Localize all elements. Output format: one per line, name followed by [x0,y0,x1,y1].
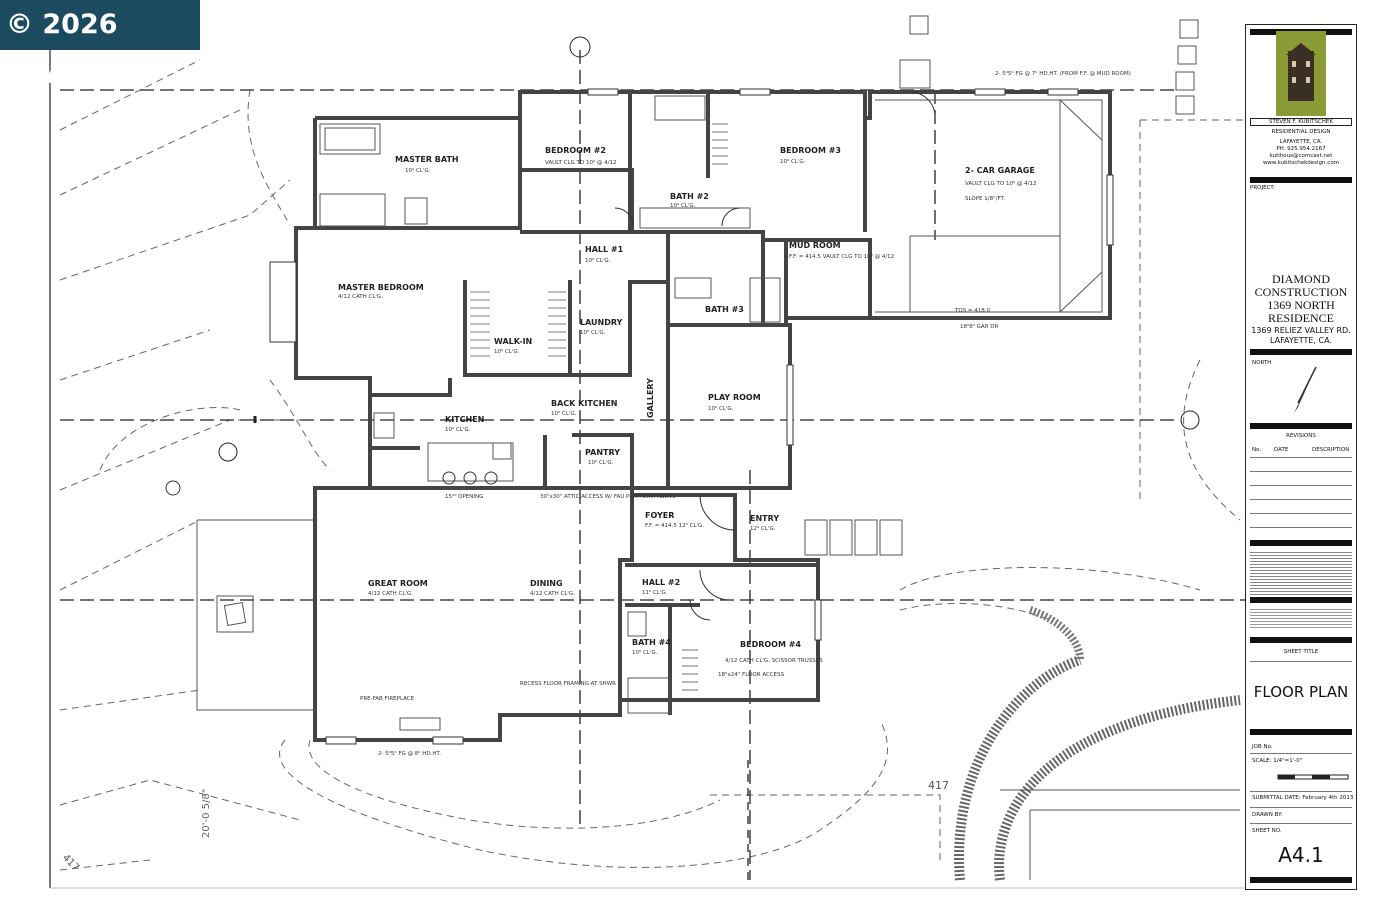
project-name-line2: CONSTRUCTION [1254,285,1348,299]
project-name-line3: 1369 NORTH [1267,298,1335,312]
fireplace-label: PRE-FAB FIREPLACE [360,696,415,702]
room-bedroom-2: BEDROOM #2 [545,146,606,155]
job-no-label: JOB No. [1252,744,1273,750]
designer-web: www.kubitschekdesign.com [1262,160,1340,166]
designer-email: kutihous@comcast.net [1269,153,1333,159]
copyright-watermark: © 2026 CCAR [0,0,200,90]
contour-label: 417 [60,852,81,873]
attic-label: 30"x30" ATTIC ACCESS W/ FAU PLATFORM ABO… [540,494,676,500]
room-master-bedroom: MASTER BEDROOM [338,283,424,292]
room-note: F.F. = 414.5 VAULT CLG TO 10⁰ @ 4/12 [789,253,894,260]
slope-label: SLOPE 1/8"/FT. [965,196,1005,202]
project-name-line1: DIAMOND [1272,272,1330,286]
room-note: 10⁰ CL'G. [780,158,806,165]
room-pantry: PANTRY [585,448,620,457]
room-great-room: GREAT ROOM [368,579,428,588]
submittal-date: SUBMITTAL DATE: February 4th 2013 [1252,795,1354,801]
opening-label: 15⁴⁰ OPENING [445,493,483,500]
scale-label: SCALE: 1/4"=1'-0" [1252,758,1303,764]
room-note: 10⁰ CL'G. [670,202,696,209]
notes-block [1250,550,1352,595]
room-note: 11⁰ CL'G. [642,589,668,596]
room-note: 10⁰ CL'G. [585,257,611,264]
notes-block [1250,607,1352,629]
project-label: PROJECT: [1250,185,1276,191]
room-play-room: PLAY ROOM [708,393,761,402]
window-label: 2- 5⁰5⁰ FG @ 7⁰ HD.HT. (FROM F.F. @ MUD … [995,70,1131,77]
rev-col-date: DATE [1274,447,1289,453]
room-note: 10⁰ CL'G. [632,649,658,656]
room-master-bath: MASTER BATH [395,155,459,164]
designer-city: LAFAYETTE, CA. [1279,139,1323,145]
project-address-city: LAFAYETTE, CA. [1269,336,1332,345]
room-mud-room: MUD ROOM [789,241,841,250]
room-gallery: GALLERY [646,378,655,418]
room-dining: DINING [530,579,563,588]
floor-access-label: 18"x24" FLOOR ACCESS [718,672,785,678]
room-bath-4: BATH #4 [632,638,671,647]
drawn-by-label: DRAWN BY: [1252,812,1283,818]
contour-label: 417 [928,779,949,792]
annotations: TOS = 418.0 18⁰8⁰ GAR DR SLOPE 1/8"/FT. … [60,70,1131,874]
dimension-label: 20'-0 5/8" [201,789,212,838]
north-arrow-icon [1294,366,1317,413]
room-note: 10⁰ CL'G. [588,459,614,466]
tos-label: TOS = 418.0 [954,308,991,314]
designer-logo [1276,31,1326,116]
window-label: 2- 5⁰5⁰ FG @ 8⁰ HD.HT. [378,750,441,757]
garage-door-label: 18⁰8⁰ GAR DR [960,323,998,330]
room-bath-2: BATH #2 [670,192,709,201]
room-foyer: FOYER [645,511,674,520]
sheet-title: FLOOR PLAN [1253,683,1349,701]
revisions-label: REVISIONS [1286,433,1316,439]
room-laundry: LAUNDRY [580,318,623,327]
room-bath-3: BATH #3 [705,305,744,314]
firm-name: RESIDENTIAL DESIGN [1271,129,1331,135]
project-address: 1369 RELIEZ VALLEY RD. [1251,326,1351,335]
room-note: 10⁰ CL'G. [494,348,520,355]
rev-col-desc: DESCRIPTION [1312,447,1350,453]
room-note: 10⁰ CL'G. [708,405,734,412]
scale-bar-icon [1277,774,1349,780]
room-note: 12⁰ CL'G. [750,525,776,532]
room-note: 4/12 CATH CL'G. [530,591,575,597]
room-note: F.F. = 414.5 12⁰ CL'G. [645,522,704,529]
room-note: 10⁰ CL'G. [580,329,606,336]
room-note: 4/12 CATH CL'G. [338,294,383,300]
room-note: 10⁰ CL'G. [405,167,431,174]
room-note: VAULT CLG TO 10⁰ @ 4/12 [545,159,617,166]
room-bedroom-3: BEDROOM #3 [780,146,841,155]
room-hall-1: HALL #1 [585,245,624,254]
room-note: 10⁰ CL'G. [551,410,577,417]
sheet-number: A4.1 [1278,843,1324,867]
room-hall-2: HALL #2 [642,578,680,587]
room-entry: ENTRY [750,514,779,523]
north-label: NORTH [1252,360,1272,366]
title-block: STEVEN F. KUBITSCHEK RESIDENTIAL DESIGN … [1245,24,1357,890]
room-bedroom-4: BEDROOM #4 [740,640,801,649]
room-garage: 2- CAR GARAGE [965,166,1035,175]
rev-col-no: No. [1252,447,1262,453]
recess-label: RECESS FLOOR FRAMING AT SHWR [520,681,616,687]
room-note: 4/12 CATH CL'G. SCISSOR TRUSSES [725,658,823,664]
designer-name: STEVEN F. KUBITSCHEK [1250,118,1352,126]
room-back-kitchen: BACK KITCHEN [551,399,618,408]
room-note: VAULT CLG TO 10⁰ @ 4/12 [965,180,1037,187]
room-walk-in: WALK-IN [494,337,532,346]
room-kitchen: KITCHEN [445,415,484,424]
project-name-line4: RESIDENCE [1268,311,1334,325]
room-note: 4/12 CATH CL'G. [368,591,413,597]
room-note: 10⁰ CL'G. [445,426,471,433]
sheet-title-label: SHEET TITLE [1283,649,1319,655]
room-labels: MASTER BATH 10⁰ CL'G. BEDROOM #2 VAULT C… [338,146,1037,664]
sheet-no-label: SHEET NO. [1252,828,1282,834]
designer-phone: PH. 925.954.2167 [1276,146,1326,152]
